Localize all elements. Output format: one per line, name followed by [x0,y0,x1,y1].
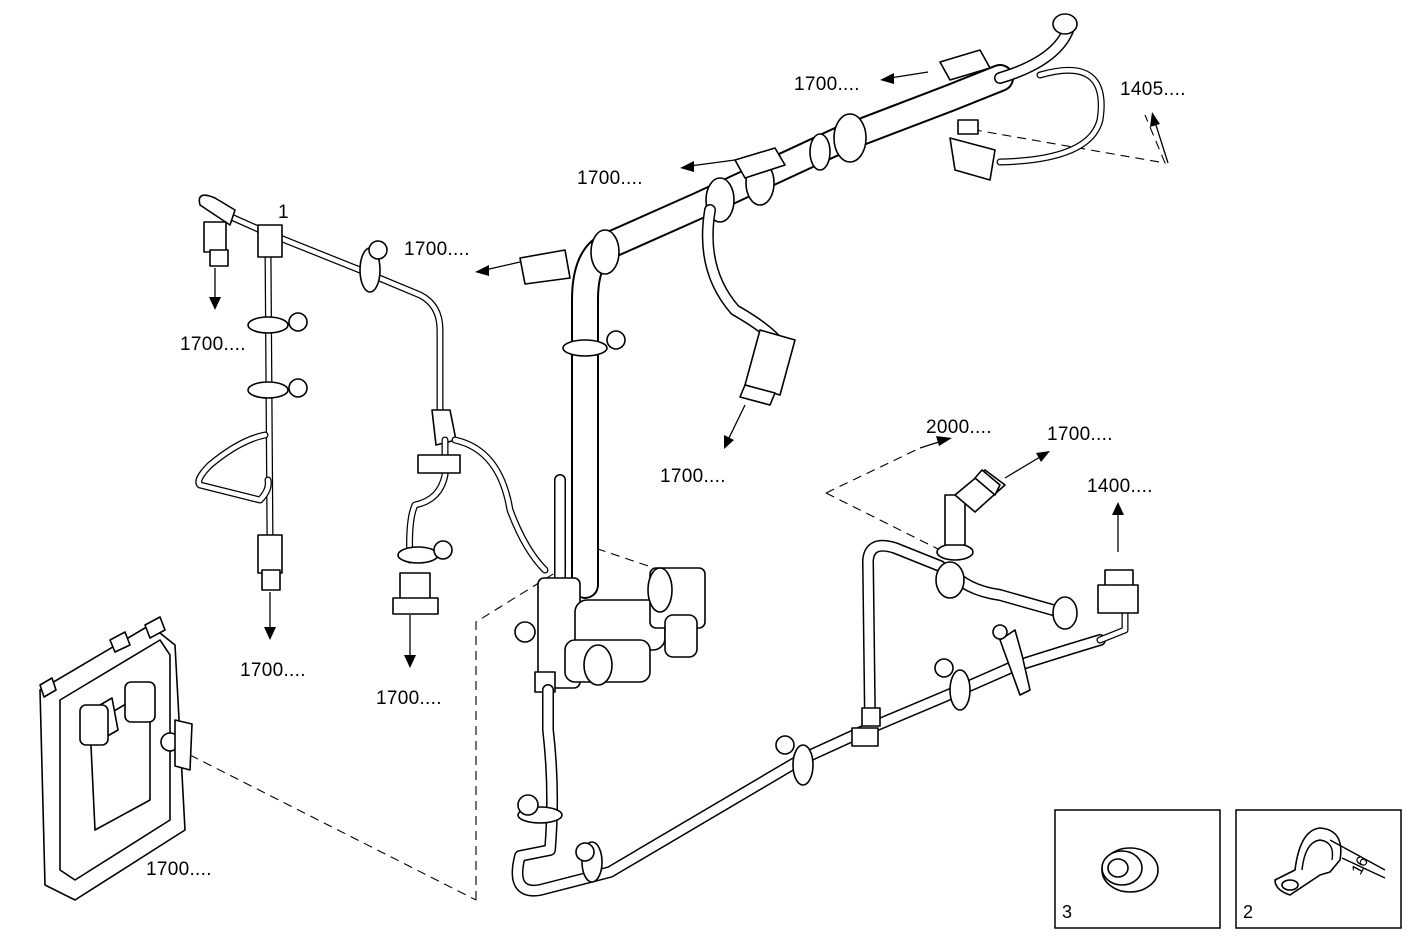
callout-1700-top: 1700.... [794,74,860,95]
left-harness [195,194,549,615]
inset-clamp-box [1235,809,1402,929]
callout-1700-left-top: 1700.... [180,334,246,355]
lower-harness [511,469,1139,897]
callout-1700-upper-mid: 1700.... [577,168,643,189]
pump-assembly [514,567,706,693]
callout-1700-left-bottom: 1700.... [240,660,306,681]
callout-1700-ecu: 1700.... [146,859,212,880]
ecu-control-unit-icon [39,616,193,901]
p-clamp-icon [1274,827,1386,896]
callout-1700-center: 1700.... [660,466,726,487]
callout-1: 1 [278,202,289,223]
callout-1700-right: 1700.... [1047,424,1113,445]
inset-grommet-box [1054,809,1221,929]
callout-1700-mid-left: 1700.... [404,239,470,260]
callout-2000: 2000.... [926,417,992,438]
inset-grommet-number: 3 [1062,902,1073,922]
main-harness [519,13,1105,599]
inset-clamp-number: 2 [1243,902,1254,922]
callout-arrows [209,71,1169,668]
grommet-icon [1101,847,1159,893]
dashed-leader-lines [189,114,1166,901]
callout-1405: 1405.... [1120,79,1186,100]
callout-1700-sensor: 1700.... [376,688,442,709]
callout-1400: 1400.... [1087,476,1153,497]
